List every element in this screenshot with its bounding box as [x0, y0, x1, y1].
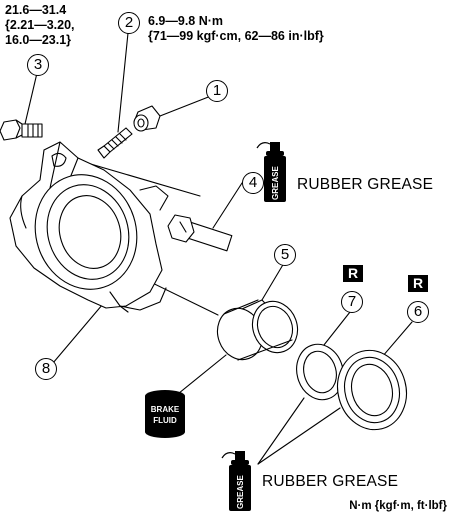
piston-5: [216, 299, 299, 361]
rubber-grease-label-lower: RUBBER GREASE: [262, 473, 399, 490]
piston-seal-7: [296, 343, 344, 401]
caliper-body-8: [9, 141, 169, 313]
grease-can-lower-text: GREASE: [236, 475, 245, 509]
brake-fluid-text-1: BRAKE: [151, 405, 180, 414]
caliper-bolt-3: [0, 119, 43, 141]
callout-7: 7: [341, 291, 363, 313]
units-note: N·m {kgf·m, ft·lbf}: [349, 500, 447, 512]
torque-spec-caliper-bolt: 21.6—31.4 {2.21—3.20, 16.0—23.1}: [5, 3, 75, 47]
rubber-grease-label-upper: RUBBER GREASE: [297, 176, 434, 193]
replace-mark-boot: R: [408, 275, 428, 292]
replace-mark-seal: R: [343, 265, 363, 282]
callout-8: 8: [35, 358, 57, 380]
callout-6: 6: [407, 301, 429, 323]
dust-boot-6: [337, 349, 407, 431]
grease-can-upper: GREASE: [256, 142, 286, 202]
brake-fluid-text-2: FLUID: [153, 416, 177, 425]
brake-fluid-can: BRAKE FLUID: [145, 390, 185, 438]
callout-4: 4: [242, 172, 264, 194]
bleeder-screw-2: [97, 127, 133, 159]
torque-spec-bleeder-screw: 6.9—9.8 N·m {71—99 kgf·cm, 62—86 in·lbf}: [148, 14, 324, 43]
grease-can-upper-text: GREASE: [271, 166, 280, 200]
grease-can-lower: GREASE: [221, 451, 251, 511]
callout-1: 1: [206, 80, 228, 102]
bleeder-cap-1: [133, 105, 161, 132]
callout-2: 2: [118, 12, 140, 34]
callout-5: 5: [274, 244, 296, 266]
guide-pin-4: [167, 214, 233, 252]
callout-3: 3: [27, 54, 49, 76]
